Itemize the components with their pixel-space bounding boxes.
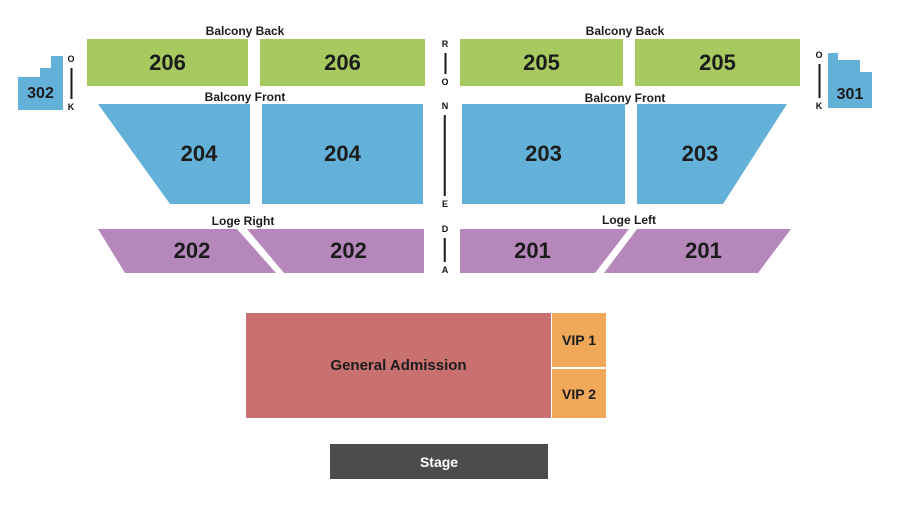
section-206-outer[interactable]: 206 [87, 39, 248, 86]
label-loge-left: Loge Left [602, 213, 656, 227]
section-general-admission[interactable]: General Admission [246, 313, 551, 418]
row-letter-top: O [815, 50, 823, 60]
section-205-outer[interactable]: 205 [635, 39, 800, 86]
section-201-inner[interactable]: 201 [460, 229, 629, 273]
section-vip-1[interactable]: VIP 1 [552, 313, 606, 367]
section-302[interactable]: 302 [18, 56, 63, 110]
section-203-inner[interactable]: 203 [462, 104, 625, 204]
section-203-outer[interactable]: 203 [637, 104, 787, 204]
row-marker-line [444, 115, 446, 196]
row-marker-center-n-e: N E [442, 101, 449, 210]
section-301[interactable]: 301 [828, 53, 872, 108]
row-marker-line [817, 64, 820, 98]
section-vip-2[interactable]: VIP 2 [552, 369, 606, 418]
row-letter-bottom: O [441, 77, 449, 87]
label-balcony-front-right: Balcony Front [584, 91, 666, 105]
row-letter-bottom: K [815, 101, 823, 111]
row-letter-bottom: K [67, 102, 75, 112]
row-letter-top: O [67, 54, 75, 64]
row-letter-top: D [441, 224, 449, 234]
label-balcony-back-right: Balcony Back [585, 24, 665, 38]
row-marker-line [69, 68, 72, 99]
row-marker-line [443, 53, 446, 74]
row-marker-right-o-k: O K [815, 50, 822, 112]
section-202-outer[interactable]: 202 [98, 229, 276, 273]
row-letter-top: N [441, 101, 449, 111]
section-204-inner[interactable]: 204 [262, 104, 423, 204]
row-marker-center-r-o: R O [441, 39, 448, 88]
row-letter-top: R [441, 39, 449, 49]
row-marker-center-d-a: D A [442, 224, 449, 276]
row-marker-left-o-k: O K [67, 54, 74, 113]
row-letter-bottom: E [441, 199, 448, 209]
section-205-inner[interactable]: 205 [460, 39, 623, 86]
section-206-inner[interactable]: 206 [260, 39, 425, 86]
row-marker-line [444, 238, 446, 262]
section-202-inner[interactable]: 202 [247, 229, 424, 273]
label-balcony-back-left: Balcony Back [205, 24, 285, 38]
stage: Stage [330, 444, 548, 479]
label-loge-right: Loge Right [211, 214, 275, 228]
row-letter-bottom: A [441, 265, 449, 275]
section-204-outer[interactable]: 204 [98, 104, 250, 204]
label-balcony-front-left: Balcony Front [204, 90, 286, 104]
section-201-outer[interactable]: 201 [604, 229, 791, 273]
